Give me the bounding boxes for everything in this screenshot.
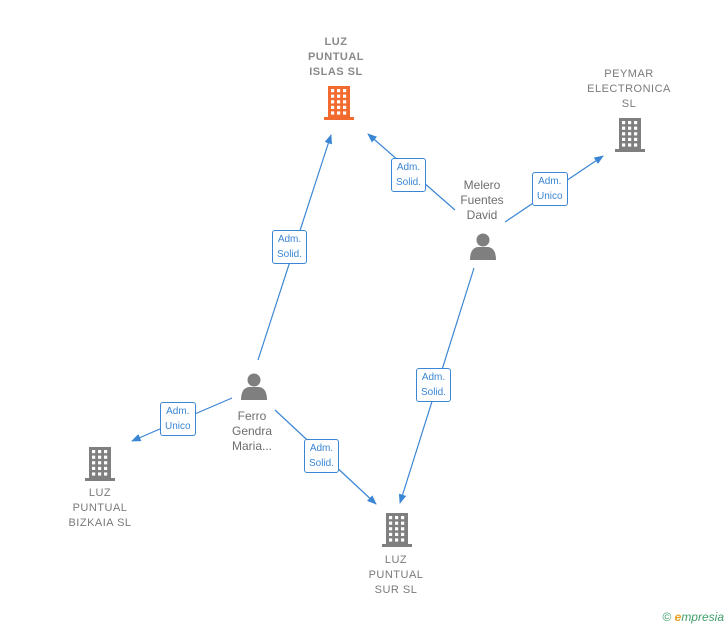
ferro-person-icon[interactable] <box>241 373 267 401</box>
brand-name: mpresia <box>681 610 724 624</box>
node-label-luz-puntual-islas[interactable]: LUZ PUNTUAL ISLAS SL <box>307 36 365 78</box>
edge-label-melero-peymar[interactable]: Adm. Unico <box>532 172 568 206</box>
empresia-brand: © empresia <box>662 610 724 624</box>
luz-bizkaia-building-icon[interactable] <box>85 447 115 481</box>
node-label-luz-puntual-sur[interactable]: LUZ PUNTUAL SUR SL <box>368 554 424 596</box>
peymar-building-icon[interactable] <box>615 118 645 152</box>
node-label-melero-fuentes-david[interactable]: Melero Fuentes David <box>460 178 504 222</box>
copyright-icon: © <box>662 610 672 624</box>
melero-person-icon[interactable] <box>470 233 496 261</box>
brand-e: e <box>674 610 682 624</box>
node-label-ferro-gendra-maria[interactable]: Ferro Gendra Maria... <box>231 409 273 453</box>
edge-label-melero-islas[interactable]: Adm. Solid. <box>391 158 427 192</box>
icons-layer <box>85 86 645 547</box>
luz-sur-building-icon[interactable] <box>382 513 412 547</box>
edge-label-ferro-islas[interactable]: Adm. Solid. <box>272 230 308 264</box>
edge-label-ferro-bizkaia[interactable]: Adm. Unico <box>160 402 196 436</box>
edge-label-melero-sur[interactable]: Adm. Solid. <box>416 368 452 402</box>
luz-islas-building-icon[interactable] <box>324 86 354 120</box>
node-label-peymar-electronica[interactable]: PEYMAR ELECTRONICA SL <box>587 68 671 110</box>
edge-label-ferro-sur[interactable]: Adm. Solid. <box>304 439 340 473</box>
node-label-luz-puntual-bizkaia[interactable]: LUZ PUNTUAL BIZKAIA SL <box>68 487 132 529</box>
